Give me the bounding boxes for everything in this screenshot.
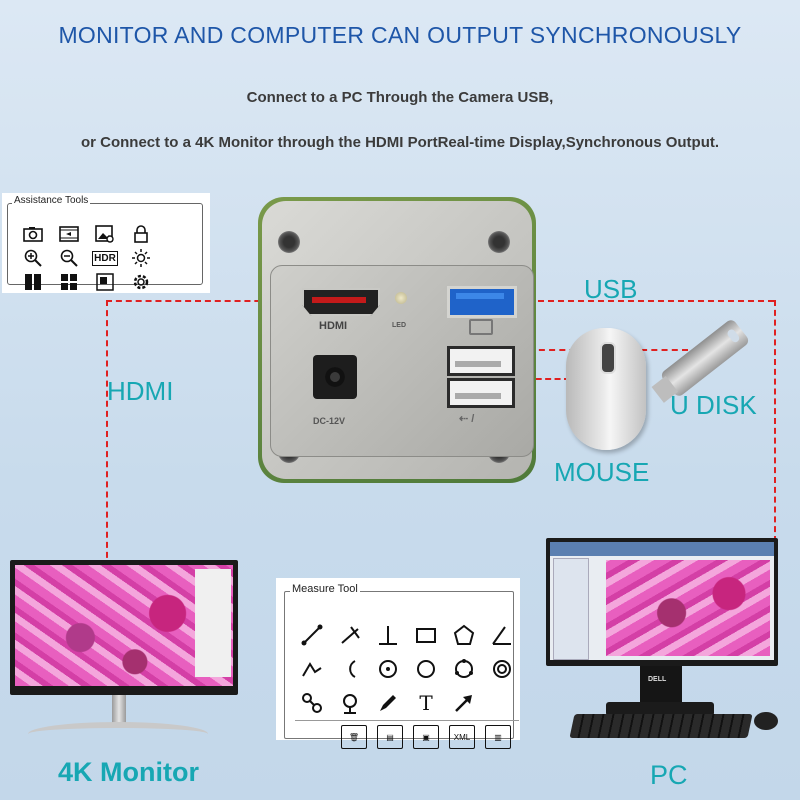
zoom-out-icon[interactable] [58, 248, 80, 268]
monitor-screen [15, 565, 233, 686]
lock-icon[interactable] [130, 224, 152, 244]
arc-icon[interactable] [335, 654, 365, 684]
crop-icon[interactable] [94, 272, 116, 292]
usb-port-1 [447, 346, 515, 376]
zoom-in-icon[interactable] [22, 248, 44, 268]
pc-stand-base [606, 702, 714, 716]
measure-tool-box: T 🗑 ▤ ▣ XML ▥ [284, 591, 519, 749]
pc-stand-neck [640, 666, 682, 706]
led-label: LED [392, 322, 406, 329]
arrow-icon[interactable] [449, 688, 479, 718]
perpendicular-icon[interactable] [373, 620, 403, 650]
text-icon[interactable]: T [411, 688, 441, 718]
grid-icon[interactable] [58, 272, 80, 292]
text-icon-glyph: T [419, 691, 433, 715]
mouse-image [566, 328, 646, 450]
pc-monitor-image [546, 538, 778, 666]
main-title: MONITOR AND COMPUTER CAN OUTPUT SYNCHRON… [58, 22, 742, 48]
usb-symbol-icon: ⇠ / [459, 413, 475, 425]
hdmi-port [302, 288, 380, 316]
4k-monitor-label: 4K Monitor [58, 757, 199, 787]
measure-tool-divider [295, 720, 519, 721]
camera-port-panel: HDMI LED ⇠ / DC-12V [270, 265, 534, 457]
assistance-tools-panel: HDR Assistance Tools [2, 193, 210, 293]
polygon-icon[interactable] [449, 620, 479, 650]
three-point-circle-icon[interactable] [449, 654, 479, 684]
usb3-port [447, 286, 517, 318]
usb-cable-vertical [774, 300, 776, 542]
measure-tool-legend: Measure Tool [290, 583, 360, 595]
monitor-icon [469, 319, 493, 335]
dc-label: DC-12V [313, 416, 346, 426]
hdr-icon[interactable]: HDR [92, 248, 118, 268]
measure-tool-panel: T 🗑 ▤ ▣ XML ▥ Measure Tool [276, 578, 520, 749]
4k-monitor-image [10, 560, 238, 695]
floppy-icon[interactable]: ▥ [485, 725, 511, 749]
pc-screen [550, 542, 774, 660]
measure-tool-bottom-bar: 🗑 ▤ ▣ XML ▥ [341, 725, 511, 749]
circle-icon[interactable] [411, 654, 441, 684]
udisk-label: U DISK [670, 390, 757, 420]
camera-body: HDMI LED ⇠ / DC-12V [258, 197, 536, 483]
image-icon[interactable] [94, 224, 116, 244]
assistance-tools-legend: Assistance Tools [12, 195, 91, 206]
hdmi-port-label: HDMI [319, 320, 348, 332]
monitor-stand-base [28, 722, 208, 746]
export-xml-icon[interactable]: XML [449, 725, 475, 749]
circle-center-icon[interactable] [373, 654, 403, 684]
mouse-label: MOUSE [554, 457, 650, 487]
assistance-tools-grid: HDR [22, 224, 231, 296]
keyboard-image [569, 714, 753, 738]
line-icon[interactable] [297, 620, 327, 650]
xml-text: XML [453, 732, 471, 742]
hdmi-cable-vertical [106, 300, 108, 568]
polyline-icon[interactable] [297, 654, 327, 684]
rectangle-icon[interactable] [411, 620, 441, 650]
film-icon[interactable] [58, 224, 80, 244]
angle-icon[interactable] [487, 620, 517, 650]
angle-line-icon[interactable] [335, 620, 365, 650]
pc-toolbar [550, 542, 774, 556]
subtitle-line-2: or Connect to a 4K Monitor through the H… [80, 134, 720, 151]
usb-cable-horizontal [498, 300, 774, 302]
settings-icon[interactable] [130, 272, 152, 292]
pc-sidebar [553, 558, 589, 660]
hdmi-cable-horizontal-left [106, 300, 290, 302]
point-icon[interactable] [335, 688, 365, 718]
split-icon[interactable] [22, 272, 44, 292]
subtitle-line-1: Connect to a PC Through the Camera USB, [246, 89, 554, 106]
dc-power-jack [313, 355, 357, 399]
led-indicator [395, 292, 407, 304]
monitor-toolbar [195, 569, 231, 677]
keyring-hole [725, 327, 741, 344]
monitor-stand-neck [112, 695, 126, 725]
pc-mouse-image [754, 712, 778, 730]
usb-flash-drive-image [651, 317, 751, 403]
camera-face: HDMI LED ⇠ / DC-12V [262, 201, 534, 479]
usb-port-2 [447, 378, 515, 408]
mouse-wheel [600, 342, 616, 374]
screw-top-right [488, 231, 510, 253]
two-circle-icon[interactable] [297, 688, 327, 718]
screw-top-left [278, 231, 300, 253]
pc-image-view [606, 560, 770, 656]
pc-label: PC [650, 760, 688, 790]
assistance-tools-box: HDR [7, 203, 203, 291]
hdmi-label: HDMI [107, 376, 174, 406]
brightness-icon[interactable] [130, 248, 152, 268]
delete-icon[interactable]: 🗑 [341, 725, 367, 749]
export-image-icon[interactable]: ▣ [413, 725, 439, 749]
pen-icon[interactable] [373, 688, 403, 718]
save-icon[interactable]: ▤ [377, 725, 403, 749]
camera-icon[interactable] [22, 224, 44, 244]
dell-logo: DELL [648, 676, 667, 683]
measure-tool-grid: T [297, 620, 525, 722]
usb-label: USB [584, 274, 638, 304]
concentric-circle-icon[interactable] [487, 654, 517, 684]
hdr-text: HDR [92, 250, 118, 266]
